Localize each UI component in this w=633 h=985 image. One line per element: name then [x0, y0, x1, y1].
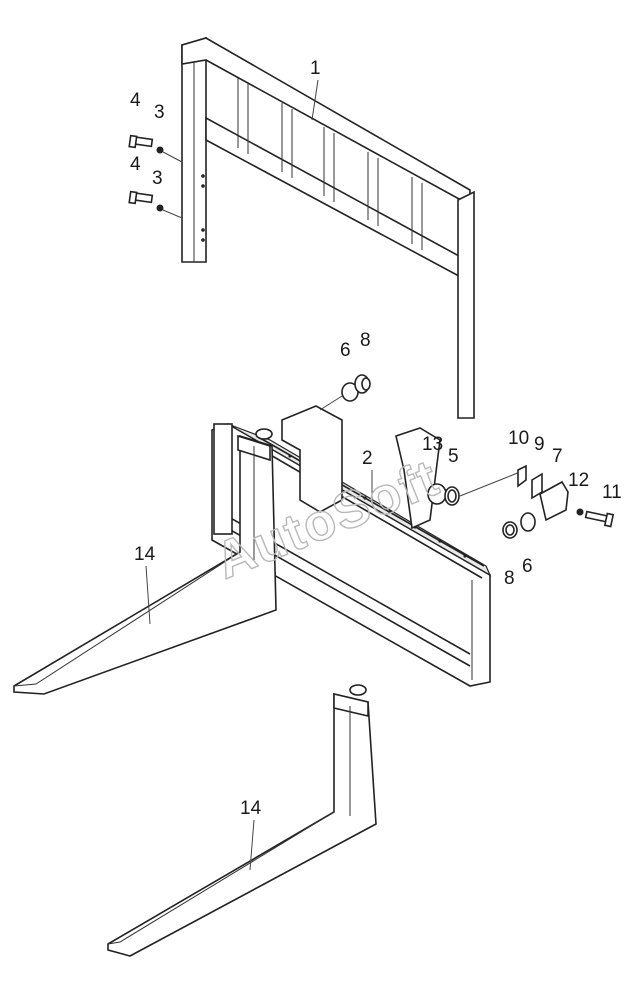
callout-4b: 4 [130, 154, 141, 175]
callout-14a: 14 [134, 544, 156, 565]
callout-4a: 4 [130, 90, 141, 111]
callout-12: 12 [568, 470, 589, 491]
callout-9: 9 [534, 434, 545, 455]
callout-11: 11 [602, 482, 622, 503]
callout-3b: 3 [152, 168, 163, 189]
callout-1: 1 [310, 58, 321, 79]
fork-carriage [211, 405, 492, 687]
callout-8b: 8 [504, 568, 515, 589]
callout-7: 7 [552, 446, 563, 467]
callout-6a: 6 [340, 340, 351, 361]
callout-10: 10 [508, 428, 529, 449]
callout-13: 13 [422, 434, 443, 455]
callout-14b: 14 [240, 798, 262, 819]
fork-right [107, 684, 377, 957]
callout-3a: 3 [154, 102, 165, 123]
callout-5: 5 [448, 446, 459, 467]
callout-8a: 8 [360, 330, 371, 351]
callout-labels: 1 4 3 4 3 6 8 10 9 7 13 5 2 12 11 8 6 14… [130, 58, 622, 819]
fork-left [13, 428, 277, 695]
callout-2: 2 [362, 448, 373, 469]
pivot-assembly [427, 464, 615, 539]
bushing-upper [319, 374, 371, 411]
load-backrest-frame [181, 36, 475, 419]
leader-lines [145, 79, 373, 871]
mounting-bolts-upper [128, 134, 183, 219]
callout-6b: 6 [522, 556, 533, 577]
